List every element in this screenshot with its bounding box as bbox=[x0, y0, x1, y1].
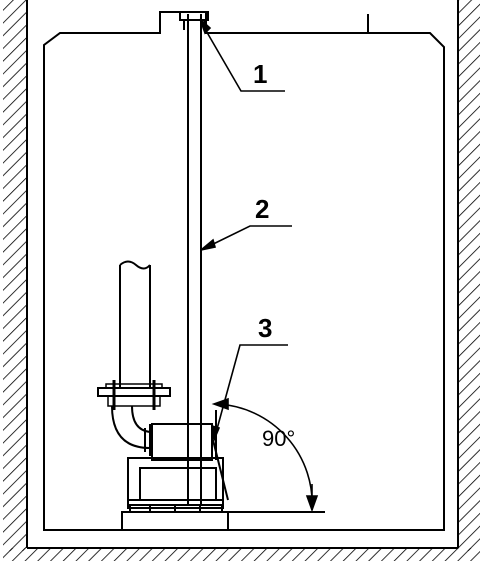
discharge-pipe bbox=[119, 260, 151, 388]
callout-label-3: 3 bbox=[258, 313, 272, 343]
angle-label: 90° bbox=[262, 426, 295, 451]
angle-indicator bbox=[211, 397, 319, 513]
pipe-elbow bbox=[111, 405, 151, 456]
pipe-flange bbox=[97, 380, 171, 410]
pit-walls-hatching bbox=[3, 0, 480, 561]
pit-outline bbox=[26, 0, 459, 549]
guide-rail bbox=[187, 14, 202, 505]
callout-label-2: 2 bbox=[255, 194, 269, 224]
leader-lines bbox=[199, 18, 292, 443]
pump-body bbox=[127, 410, 229, 513]
callout-label-1: 1 bbox=[253, 59, 267, 89]
pump-pedestal bbox=[44, 511, 444, 531]
